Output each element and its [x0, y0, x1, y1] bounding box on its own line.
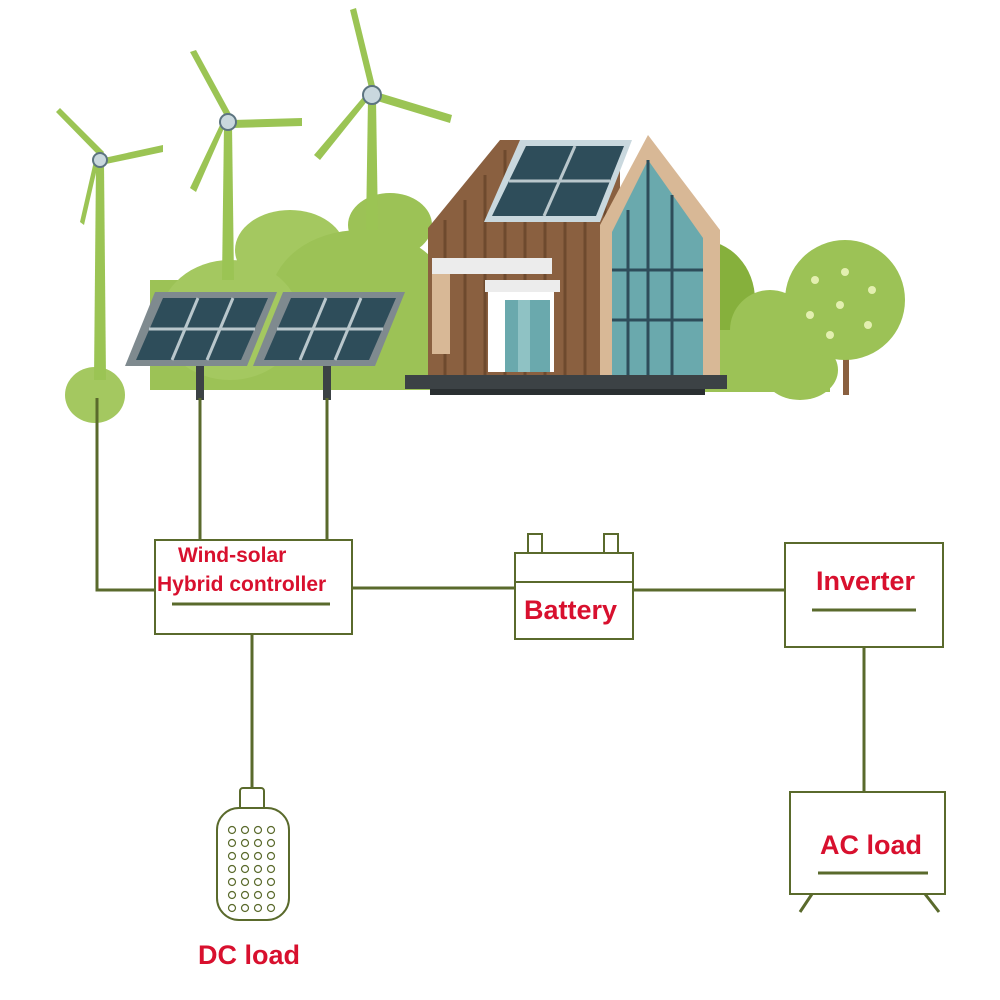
- solar-panel-icon: [253, 292, 405, 400]
- speaker-dot: [266, 864, 276, 874]
- speaker-dot: [240, 851, 250, 861]
- speaker-dot: [227, 851, 237, 861]
- house-icon: [405, 135, 727, 395]
- dc-load-device-icon: [216, 787, 290, 921]
- speaker-dot: [227, 825, 237, 835]
- speaker-dot: [240, 877, 250, 887]
- solar-panel-icon: [125, 292, 277, 400]
- speaker-dot: [266, 903, 276, 913]
- controller-label-line1: Wind-solar: [178, 544, 287, 567]
- speaker-dot: [253, 825, 263, 835]
- speaker-dot: [266, 890, 276, 900]
- speaker-dot: [253, 903, 263, 913]
- speaker-dot: [253, 864, 263, 874]
- controller-box: [154, 539, 353, 635]
- speaker-dot: [253, 838, 263, 848]
- tv-icon: [789, 791, 946, 913]
- round-tree: [785, 240, 905, 395]
- wind-turbine-icon: [190, 50, 302, 280]
- speaker-dot: [227, 838, 237, 848]
- speaker-dot: [266, 838, 276, 848]
- inverter-box: [784, 542, 944, 648]
- dc-load-label: DC load: [198, 940, 301, 970]
- speaker-dot: [227, 864, 237, 874]
- wiring: [95, 398, 866, 792]
- speaker-dot: [240, 890, 250, 900]
- wire-turbine-to-controller: [95, 398, 155, 592]
- speaker-dot: [240, 864, 250, 874]
- controller-label-line2: Hybrid controller: [157, 573, 327, 596]
- speaker-dot: [266, 851, 276, 861]
- speaker-dot: [253, 890, 263, 900]
- speaker-dot: [266, 825, 276, 835]
- speaker-dot: [240, 825, 250, 835]
- battery-icon: [514, 533, 634, 640]
- speaker-dot: [240, 903, 250, 913]
- speaker-dot: [240, 838, 250, 848]
- battery-label: Battery: [524, 595, 618, 625]
- speaker-dot: [227, 890, 237, 900]
- speaker-dot: [227, 877, 237, 887]
- speaker-dot: [227, 903, 237, 913]
- wind-turbine-icon: [314, 8, 452, 230]
- speaker-dot: [266, 877, 276, 887]
- wind-turbine-icon: [56, 108, 163, 423]
- speaker-dot: [253, 851, 263, 861]
- speaker-dot: [253, 877, 263, 887]
- inverter-label: Inverter: [816, 566, 916, 596]
- ac-load-label: AC load: [820, 830, 923, 860]
